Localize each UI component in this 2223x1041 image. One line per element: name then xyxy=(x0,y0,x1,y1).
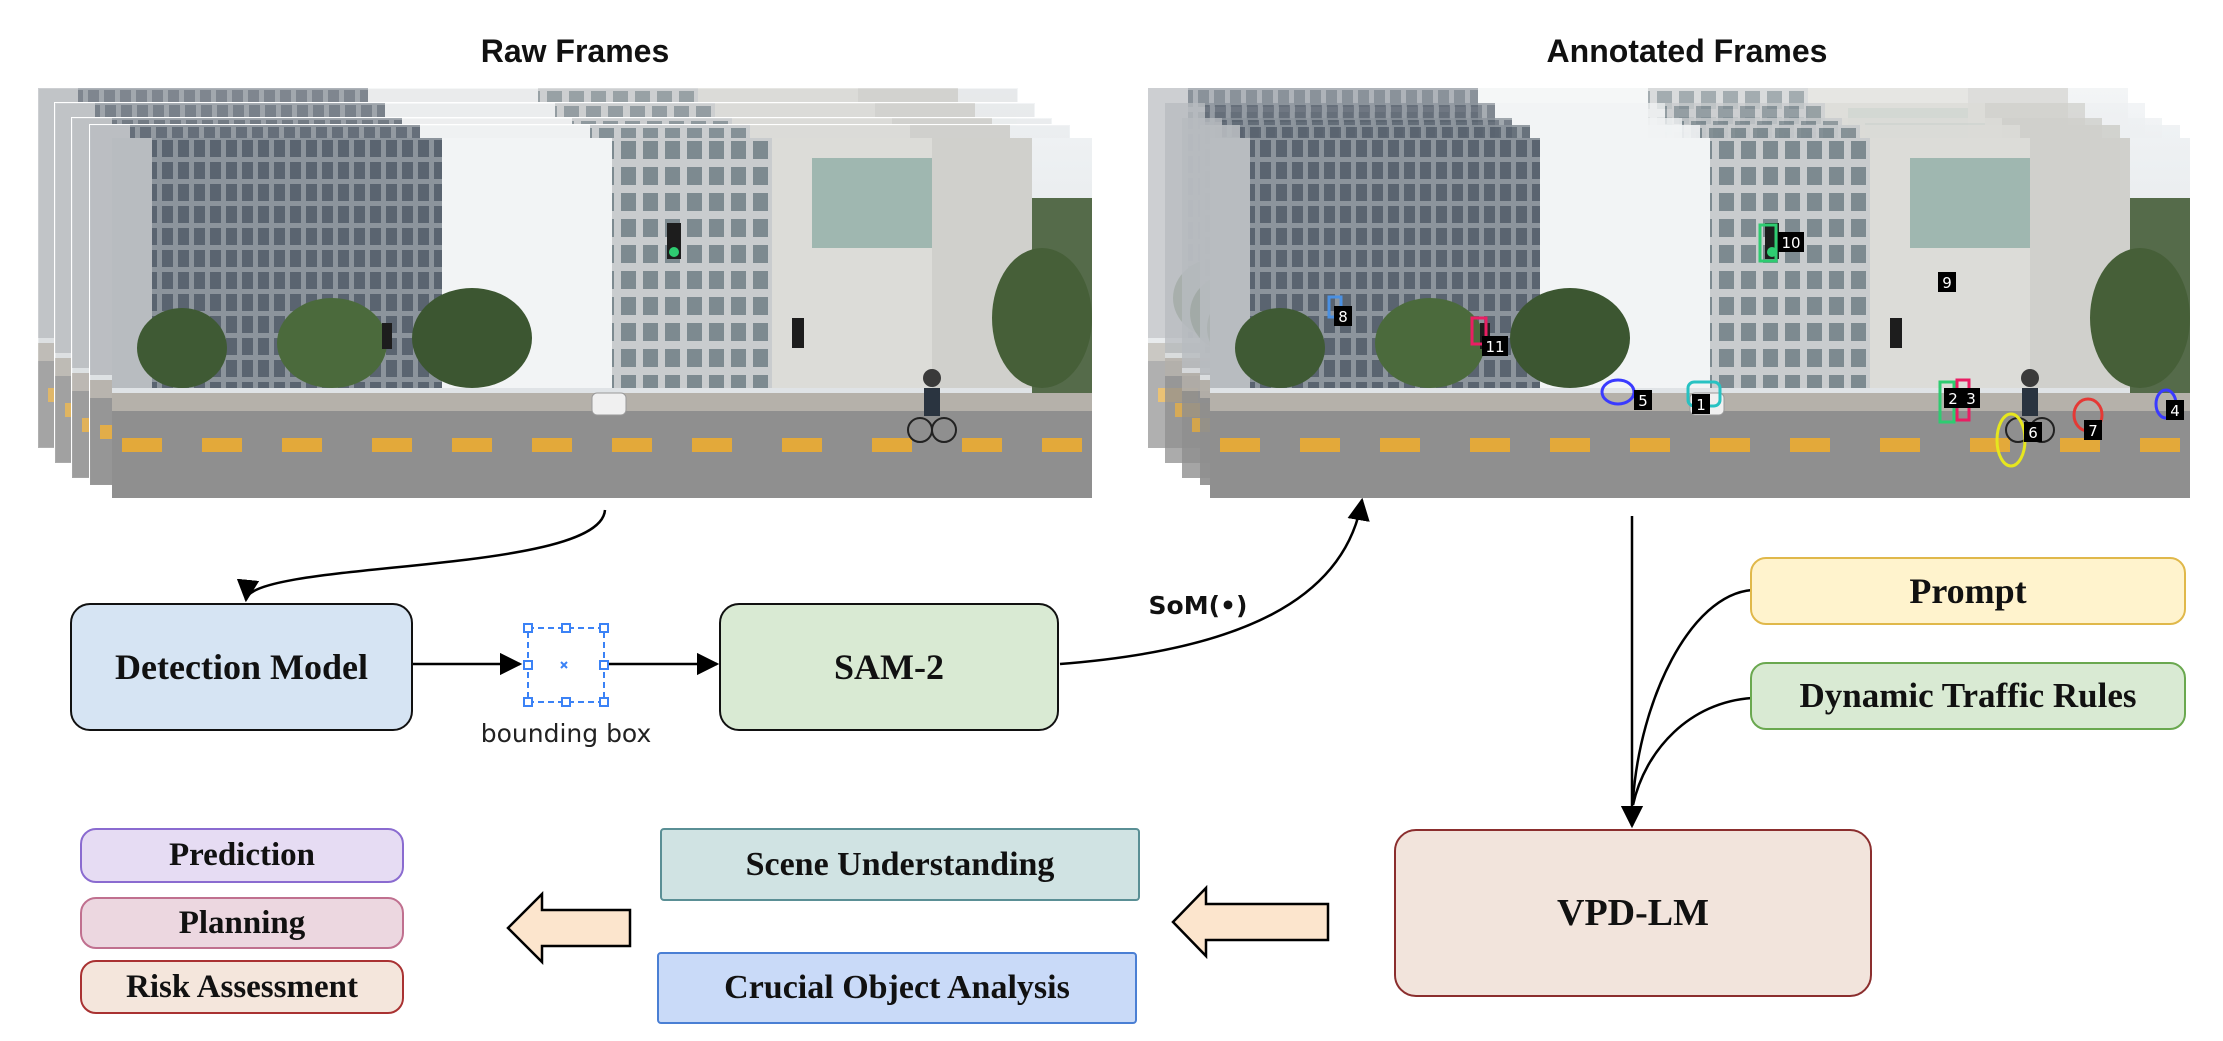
prompt-to-vpd-connector xyxy=(1631,588,1753,801)
raw-to-detection-arrow xyxy=(237,509,607,603)
annotation-tag-label: 10 xyxy=(1781,234,1800,252)
planning-label: Planning xyxy=(178,904,306,941)
scene-understanding-label: Scene Understanding xyxy=(745,845,1055,883)
annotation-tag-bg xyxy=(1944,388,1962,408)
annotation-tag-label: 11 xyxy=(1485,338,1504,356)
understanding-to-outputs-arrow xyxy=(506,890,632,966)
vpd-lm-box: VPD-LM xyxy=(1394,829,1872,997)
crucial-object-label: Crucial Object Analysis xyxy=(724,969,1070,1006)
annotation-tag-label: 6 xyxy=(2028,424,2038,442)
raw-frames-title: Raw Frames xyxy=(481,33,670,69)
annotation-tag-label: 3 xyxy=(1966,390,1976,408)
annotation-tag-bg xyxy=(1692,394,1710,414)
risk-assessment-box: Risk Assessment xyxy=(80,960,404,1014)
prompt-label: Prompt xyxy=(1909,571,2027,611)
som-label: SoM(•) xyxy=(1149,591,1248,620)
annotation-tag-label: 9 xyxy=(1942,274,1952,292)
annotation-tag-label: 4 xyxy=(2170,402,2180,420)
annotation-tag-label: 8 xyxy=(1338,308,1348,326)
annotation-tag-bg xyxy=(1778,232,1804,252)
mask-light-11 xyxy=(1470,316,1488,346)
annotation-tag-bg xyxy=(2166,400,2184,420)
sam-to-annotated-arrow xyxy=(1059,497,1370,666)
annotation-tag-label: 1 xyxy=(1696,396,1706,414)
crucial-object-box: Crucial Object Analysis xyxy=(657,952,1137,1024)
vpd-lm-label: VPD-LM xyxy=(1557,892,1709,934)
vpd-to-understanding-arrow xyxy=(1171,884,1330,960)
planning-box: Planning xyxy=(80,897,404,949)
bounding-box-caption: bounding box xyxy=(481,719,652,748)
detection-model-label: Detection Model xyxy=(115,647,368,687)
annotation-tag-label: 2 xyxy=(1948,390,1958,408)
annotation-tag-label: 5 xyxy=(1638,392,1648,410)
annotation-tag-bg xyxy=(2084,420,2102,440)
prompt-box: Prompt xyxy=(1750,557,2186,625)
scene-understanding-box: Scene Understanding xyxy=(660,828,1140,901)
annotation-tag-bg xyxy=(1962,388,1980,408)
prediction-label: Prediction xyxy=(168,837,316,873)
risk-assessment-label: Risk Assessment xyxy=(126,968,358,1005)
traffic-rules-label: Dynamic Traffic Rules xyxy=(1799,676,2137,715)
annotation-tag-bg xyxy=(1634,390,1652,410)
annotation-tag-label: 7 xyxy=(2088,422,2098,440)
traffic-rules-box: Dynamic Traffic Rules xyxy=(1750,662,2186,730)
sam2-box: SAM-2 xyxy=(719,603,1059,731)
detection-model-box: Detection Model xyxy=(70,603,413,731)
annotation-tag-bg xyxy=(1938,272,1956,292)
annotated-frames-title: Annotated Frames xyxy=(1547,33,1828,69)
annotation-tag-bg xyxy=(1482,336,1508,356)
prediction-box: Prediction xyxy=(80,828,404,883)
sam2-label: SAM-2 xyxy=(834,647,944,687)
rules-to-vpd-connector xyxy=(1631,696,1753,806)
mask-light-10 xyxy=(1758,223,1778,263)
annotation-tag-bg xyxy=(2024,422,2042,442)
raw-frames-stack xyxy=(37,87,1093,499)
bounding-box-icon xyxy=(523,623,609,707)
annotation-tag-bg xyxy=(1334,306,1352,326)
